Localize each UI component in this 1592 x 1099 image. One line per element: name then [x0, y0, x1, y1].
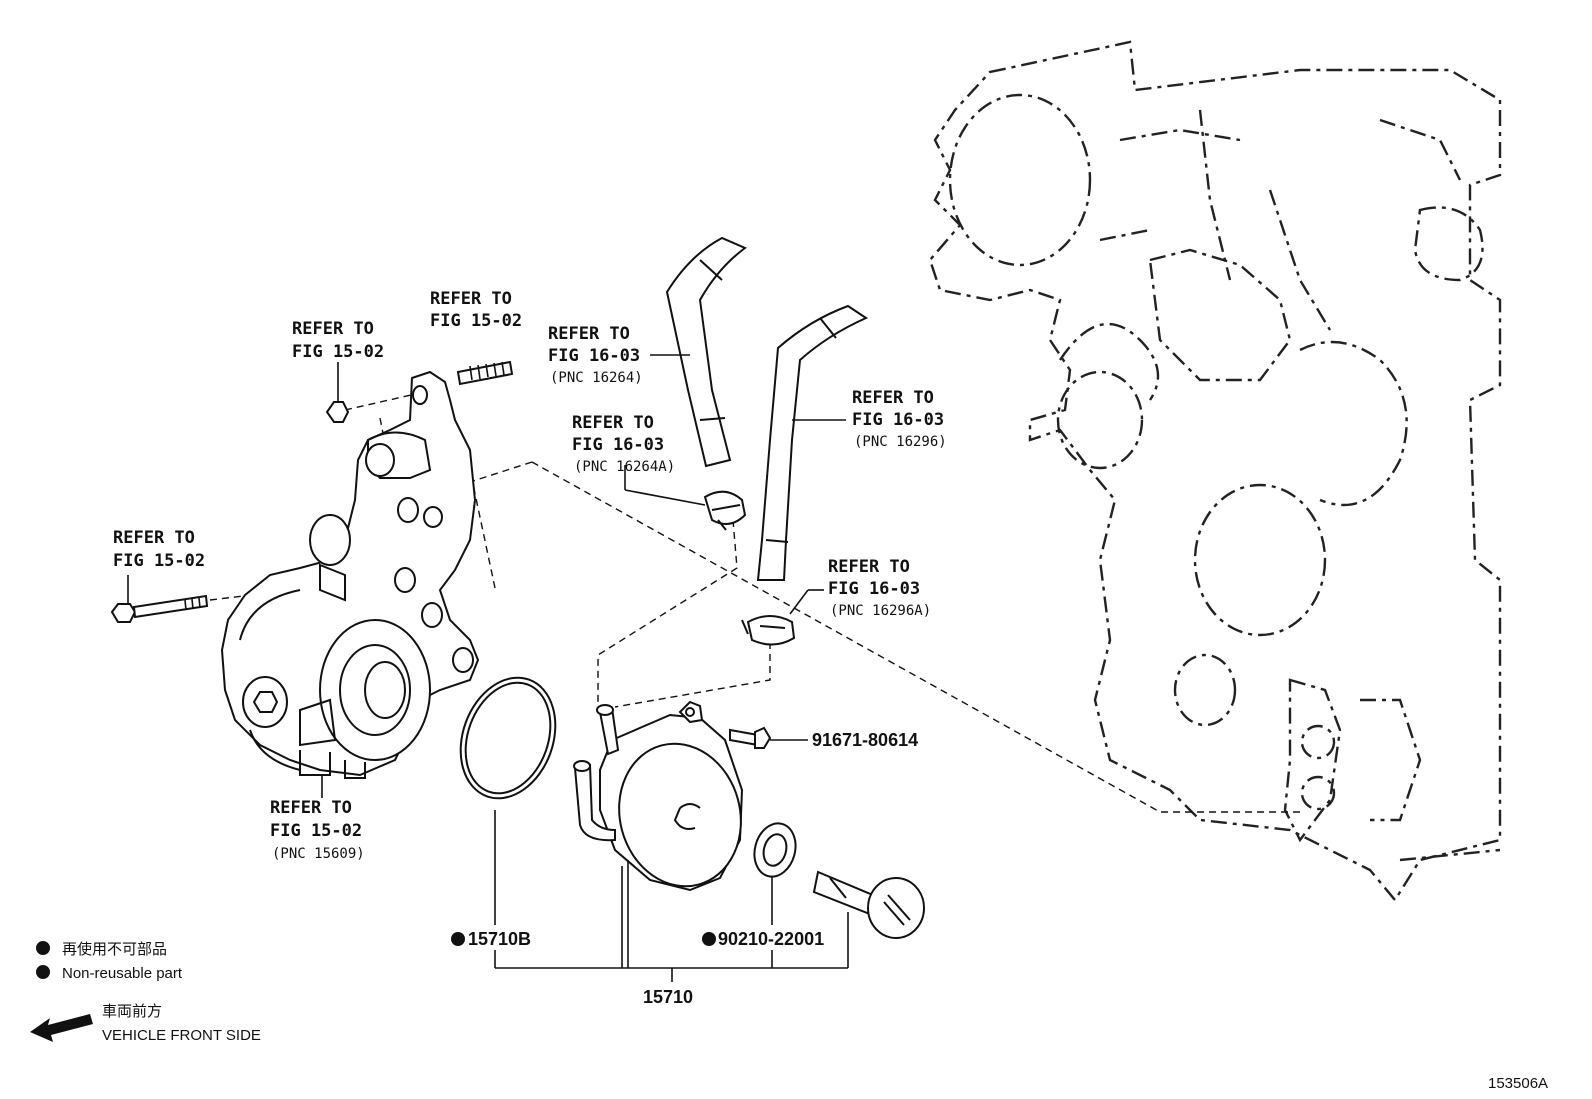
clamp-16264A	[624, 465, 747, 531]
part-leaders	[321, 776, 849, 982]
ref-pnc: (PNC 16296A)	[830, 603, 931, 619]
ref-pnc: (PNC 15609)	[272, 846, 365, 862]
ref-clamp1: REFER TO FIG 16-03 (PNC 16264A)	[572, 413, 675, 475]
clamp-16296A	[741, 589, 824, 646]
ref-line: REFER TO	[430, 289, 512, 309]
ref-clamp2: REFER TO FIG 16-03 (PNC 16296A)	[828, 557, 931, 619]
legend-marker	[36, 965, 50, 979]
union-bolt	[812, 870, 925, 939]
stud	[456, 360, 514, 386]
legend-nonreusable-en: Non-reusable part	[62, 965, 183, 982]
ref-line: FIG 16-03	[852, 410, 944, 430]
legend: 再使用不可部品 Non-reusable part 車両前方 VEHICLE F…	[30, 941, 261, 1044]
ref-line: REFER TO	[292, 319, 374, 339]
nonreusable-marker	[451, 932, 465, 946]
stud-nut	[325, 362, 350, 423]
legend-front-en: VEHICLE FRONT SIDE	[102, 1027, 261, 1044]
long-bolt	[110, 575, 209, 623]
ref-hose1: REFER TO FIG 16-03 (PNC 16264)	[548, 324, 643, 386]
front-arrow-icon	[30, 1014, 93, 1042]
ref-line: FIG 15-02	[270, 821, 362, 841]
ref-bolt: REFER TO FIG 15-02	[113, 528, 205, 571]
part-number-oring: 15710B	[468, 929, 531, 949]
ref-line: FIG 16-03	[828, 579, 920, 599]
ref-housing: REFER TO FIG 15-02 (PNC 15609)	[270, 798, 365, 862]
ref-line: FIG 16-03	[572, 435, 664, 455]
bolt-91671-80614	[729, 726, 808, 749]
legend-marker	[36, 941, 50, 955]
ref-line: REFER TO	[828, 557, 910, 577]
ref-line: REFER TO	[270, 798, 352, 818]
engine-block-outline	[928, 40, 1502, 903]
ref-pnc: (PNC 16296)	[854, 434, 947, 450]
nonreusable-marker	[702, 932, 716, 946]
o-ring-15710B	[459, 676, 557, 800]
ref-pnc: (PNC 16264A)	[574, 459, 675, 475]
ref-line: FIG 15-02	[113, 551, 205, 571]
ref-line: FIG 15-02	[430, 311, 522, 331]
legend-nonreusable-jp: 再使用不可部品	[62, 941, 167, 958]
part-number-assembly: 15710	[643, 987, 693, 1007]
part-number-bolt: 91671-80614	[812, 730, 918, 750]
ref-line: FIG 16-03	[548, 346, 640, 366]
ref-line: REFER TO	[572, 413, 654, 433]
ref-line: FIG 15-02	[292, 342, 384, 362]
hose-16264	[665, 236, 747, 468]
ref-pnc: (PNC 16264)	[550, 370, 643, 386]
ref-stud: REFER TO FIG 15-02	[430, 289, 522, 331]
oil-cooler	[573, 700, 744, 892]
part-number-gasket: 90210-22001	[718, 929, 824, 949]
ref-line: REFER TO	[852, 388, 934, 408]
ref-stud-nut: REFER TO FIG 15-02	[292, 319, 384, 362]
hose-16296	[756, 304, 869, 581]
gasket-90210-22001	[753, 822, 797, 878]
ref-line: REFER TO	[113, 528, 195, 548]
figure-id: 153506A	[1488, 1075, 1548, 1092]
oil-filter-bracket	[220, 370, 480, 779]
ref-line: REFER TO	[548, 324, 630, 344]
ref-hose2: REFER TO FIG 16-03 (PNC 16296)	[852, 388, 947, 450]
legend-front-jp: 車両前方	[102, 1003, 162, 1020]
